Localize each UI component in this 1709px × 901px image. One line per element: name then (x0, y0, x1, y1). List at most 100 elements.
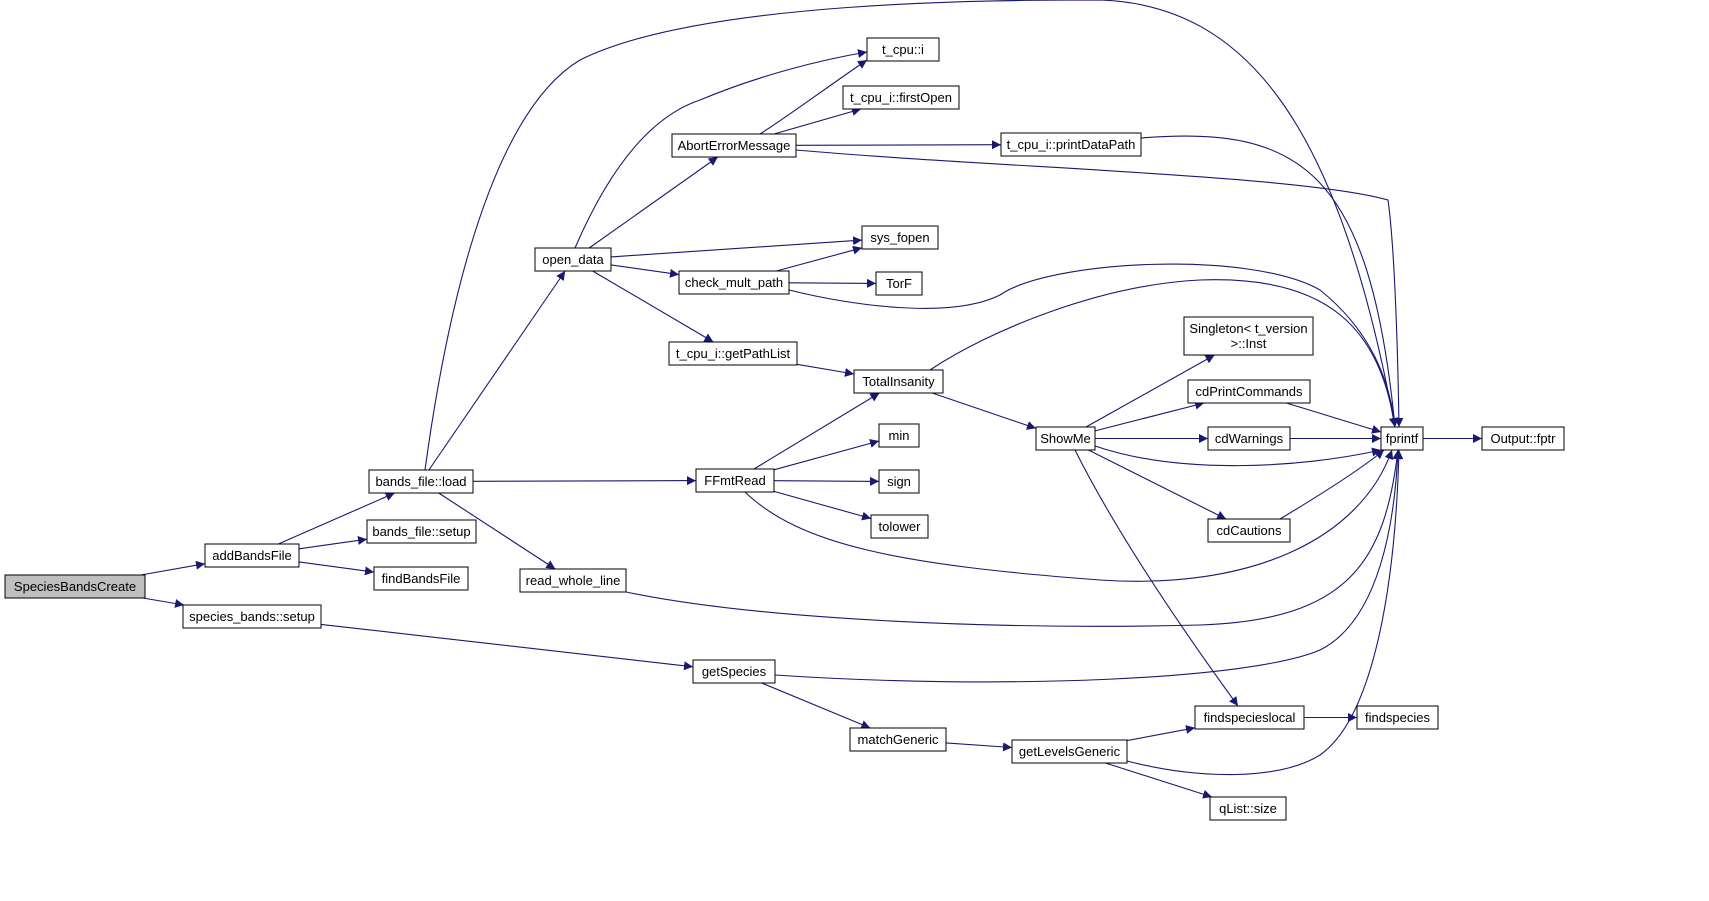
node-box (678, 270, 790, 295)
node-box (692, 659, 776, 684)
edge-read-whole-line-to-fprintf (625, 449, 1402, 627)
node-box (1481, 426, 1565, 451)
node-box (519, 568, 627, 593)
edge-bands-file-load-to-read-whole-line (438, 492, 556, 570)
node-t-cpu-i-firstopen[interactable]: t_cpu_i::firstOpen (842, 85, 960, 110)
node-box (878, 469, 920, 494)
node-box (1194, 705, 1305, 730)
node-box (1356, 705, 1439, 730)
node-findspecieslocal[interactable]: findspecieslocal (1194, 705, 1305, 730)
node-label: findBandsFile (382, 571, 461, 586)
edge-addbandsfile-to-findbandsfile (298, 561, 375, 576)
edge-open-data-to-t-cpu-i-getpathlist (592, 270, 714, 343)
node-output-fptr[interactable]: Output::fptr (1481, 426, 1565, 451)
edge-showme-to-fprintf (1094, 445, 1382, 467)
node-label: TorF (886, 276, 912, 291)
node-label: AbortErrorMessage (678, 138, 791, 153)
node-box (853, 369, 944, 394)
node-box (849, 727, 947, 752)
node-min[interactable]: min (878, 423, 920, 448)
edge-totalinsanity-to-fprintf (929, 279, 1399, 428)
node-findbandsfile[interactable]: findBandsFile (373, 566, 469, 591)
node-label: bands_file::load (375, 474, 466, 489)
node-open-data[interactable]: open_data (534, 247, 612, 272)
node-addbandsfile[interactable]: addBandsFile (204, 543, 300, 568)
node-box (1209, 796, 1287, 821)
node-box (4, 574, 146, 599)
node-box (1011, 739, 1128, 764)
edge-aborterrormessage-to-t-cpu-i-firstopen (773, 107, 862, 135)
node-label: bands_file::setup (372, 524, 470, 539)
node-fprintf[interactable]: fprintf (1380, 426, 1424, 451)
node-getlevelsgeneric[interactable]: getLevelsGeneric (1011, 739, 1128, 764)
edge-check-mult-path-to-fprintf (788, 263, 1399, 428)
node-speciesbandscreate[interactable]: SpeciesBandsCreate (4, 574, 146, 599)
edge-cdprintcommands-to-fprintf (1286, 402, 1382, 434)
node-bands-file-load[interactable]: bands_file::load (368, 469, 474, 494)
node-label: addBandsFile (212, 548, 292, 563)
edge-getlevelsgeneric-to-fprintf (1126, 449, 1404, 776)
node-box (875, 271, 923, 296)
node-label: Output::fptr (1490, 431, 1556, 446)
node-getspecies[interactable]: getSpecies (692, 659, 776, 684)
node-label: TotalInsanity (862, 374, 935, 389)
node-label: t_cpu_i::getPathList (676, 346, 791, 361)
node-box (534, 247, 612, 272)
edge-speciesbandscreate-to-species-bands-setup (142, 597, 185, 608)
node-label: min (889, 428, 910, 443)
node-label: tolower (879, 519, 922, 534)
edge-ffmtread-to-fprintf (744, 449, 1394, 582)
edge-bands-file-load-to-ffmtread (472, 476, 697, 486)
node-box (861, 225, 939, 250)
node-box (1000, 132, 1142, 157)
edge-open-data-to-check-mult-path (610, 264, 680, 278)
node-box (1207, 518, 1291, 543)
node-label: fprintf (1386, 431, 1419, 446)
node-read-whole-line[interactable]: read_whole_line (519, 568, 627, 593)
node-matchgeneric[interactable]: matchGeneric (849, 727, 947, 752)
node-label: findspecieslocal (1204, 710, 1296, 725)
node-t-cpu-i-printdatapath[interactable]: t_cpu_i::printDataPath (1000, 132, 1142, 157)
node-box (366, 519, 477, 544)
edge-t-cpu-i-printdatapath-to-fprintf (1140, 135, 1399, 428)
node-species-bands-setup[interactable]: species_bands::setup (182, 604, 322, 629)
node-t-cpu-i[interactable]: t_cpu::i (866, 37, 940, 62)
edge-cdcautions-to-fprintf (1279, 449, 1385, 520)
node-box (373, 566, 469, 591)
node-torf[interactable]: TorF (875, 271, 923, 296)
node-showme[interactable]: ShowMe (1035, 426, 1096, 451)
node-cdcautions[interactable]: cdCautions (1207, 518, 1291, 543)
edge-matchgeneric-to-getlevelsgeneric (945, 742, 1013, 752)
node-qlist-size[interactable]: qList::size (1209, 796, 1287, 821)
node-label: read_whole_line (526, 573, 621, 588)
edge-showme-to-cdprintcommands (1094, 400, 1205, 432)
node-tolower[interactable]: tolower (870, 514, 929, 539)
node-box (1035, 426, 1096, 451)
node-label: getLevelsGeneric (1019, 744, 1121, 759)
node-box (870, 514, 929, 539)
node-box (695, 468, 775, 493)
node-sys-fopen[interactable]: sys_fopen (861, 225, 939, 250)
node-t-cpu-i-getpathlist[interactable]: t_cpu_i::getPathList (668, 341, 798, 366)
node-cdprintcommands[interactable]: cdPrintCommands (1187, 379, 1311, 404)
node-cdwarnings[interactable]: cdWarnings (1207, 426, 1291, 451)
node-findspecies[interactable]: findspecies (1356, 705, 1439, 730)
node-label: qList::size (1219, 801, 1277, 816)
node-singleton-inst[interactable]: Singleton< t_version>::Inst (1183, 316, 1314, 356)
edge-aborterrormessage-to-fprintf (795, 149, 1404, 428)
node-ffmtread[interactable]: FFmtRead (695, 468, 775, 493)
node-box (1183, 316, 1314, 356)
node-sign[interactable]: sign (878, 469, 920, 494)
edge-open-data-to-t-cpu-i (574, 49, 868, 249)
edge-open-data-to-sys-fopen (610, 236, 863, 258)
node-aborterrormessage[interactable]: AbortErrorMessage (671, 133, 797, 158)
node-totalinsanity[interactable]: TotalInsanity (853, 369, 944, 394)
edge-aborterrormessage-to-t-cpu-i-printdatapath (795, 140, 1002, 150)
node-label: getSpecies (702, 664, 767, 679)
node-label: t_cpu_i::firstOpen (850, 90, 952, 105)
node-check-mult-path[interactable]: check_mult_path (678, 270, 790, 295)
edge-ffmtread-to-totalinsanity (753, 392, 880, 470)
node-label: check_mult_path (685, 275, 783, 290)
node-bands-file-setup[interactable]: bands_file::setup (366, 519, 477, 544)
edge-getspecies-to-matchgeneric (761, 682, 871, 729)
